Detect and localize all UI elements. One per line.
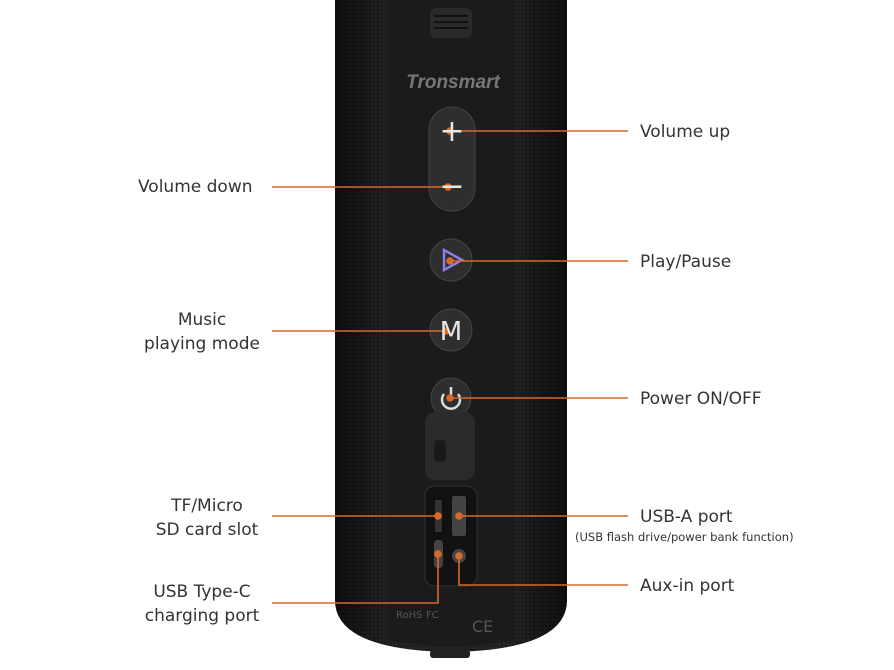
brand-logo: Tronsmart	[406, 72, 500, 93]
mode-icon: M	[440, 317, 462, 347]
play-icon	[442, 247, 465, 273]
svg-text:CE: CE	[472, 617, 493, 636]
plus-icon: +	[439, 114, 464, 149]
label-tf-line1: TF/Micro	[171, 496, 243, 516]
label-usb-c-line1: USB Type-C	[153, 582, 251, 602]
label-tf-slot: TF/Micro SD card slot	[150, 494, 264, 542]
minus-icon: −	[439, 169, 464, 204]
port-panel	[424, 485, 478, 587]
label-music-mode-line1: Music	[177, 310, 227, 330]
svg-text:RoHS: RoHS	[396, 610, 422, 621]
label-usb-c-line2: charging port	[144, 606, 260, 626]
label-usb-a: USB-A port	[640, 507, 733, 527]
label-tf-line2: SD card slot	[155, 520, 259, 540]
volume-rocker	[428, 106, 476, 212]
mode-button	[429, 308, 473, 352]
label-music-mode-line2: playing mode	[144, 334, 260, 354]
label-power: Power ON/OFF	[640, 389, 762, 409]
speaker-body	[335, 0, 567, 658]
label-music-mode: Music playing mode	[140, 308, 264, 356]
leader-lines	[272, 127, 628, 604]
label-aux: Aux-in port	[640, 576, 735, 596]
compliance-markings: RoHS FC CE	[396, 610, 493, 636]
port-cover-flap	[425, 412, 475, 480]
label-volume-up: Volume up	[640, 122, 731, 142]
label-usb-c: USB Type-C charging port	[140, 580, 264, 628]
label-volume-down: Volume down	[138, 177, 253, 197]
label-play-pause: Play/Pause	[640, 252, 732, 272]
lanyard-slot	[430, 8, 472, 38]
svg-text:FC: FC	[426, 610, 439, 621]
label-usb-a-note: (USB flash drive/power bank function)	[575, 530, 794, 544]
